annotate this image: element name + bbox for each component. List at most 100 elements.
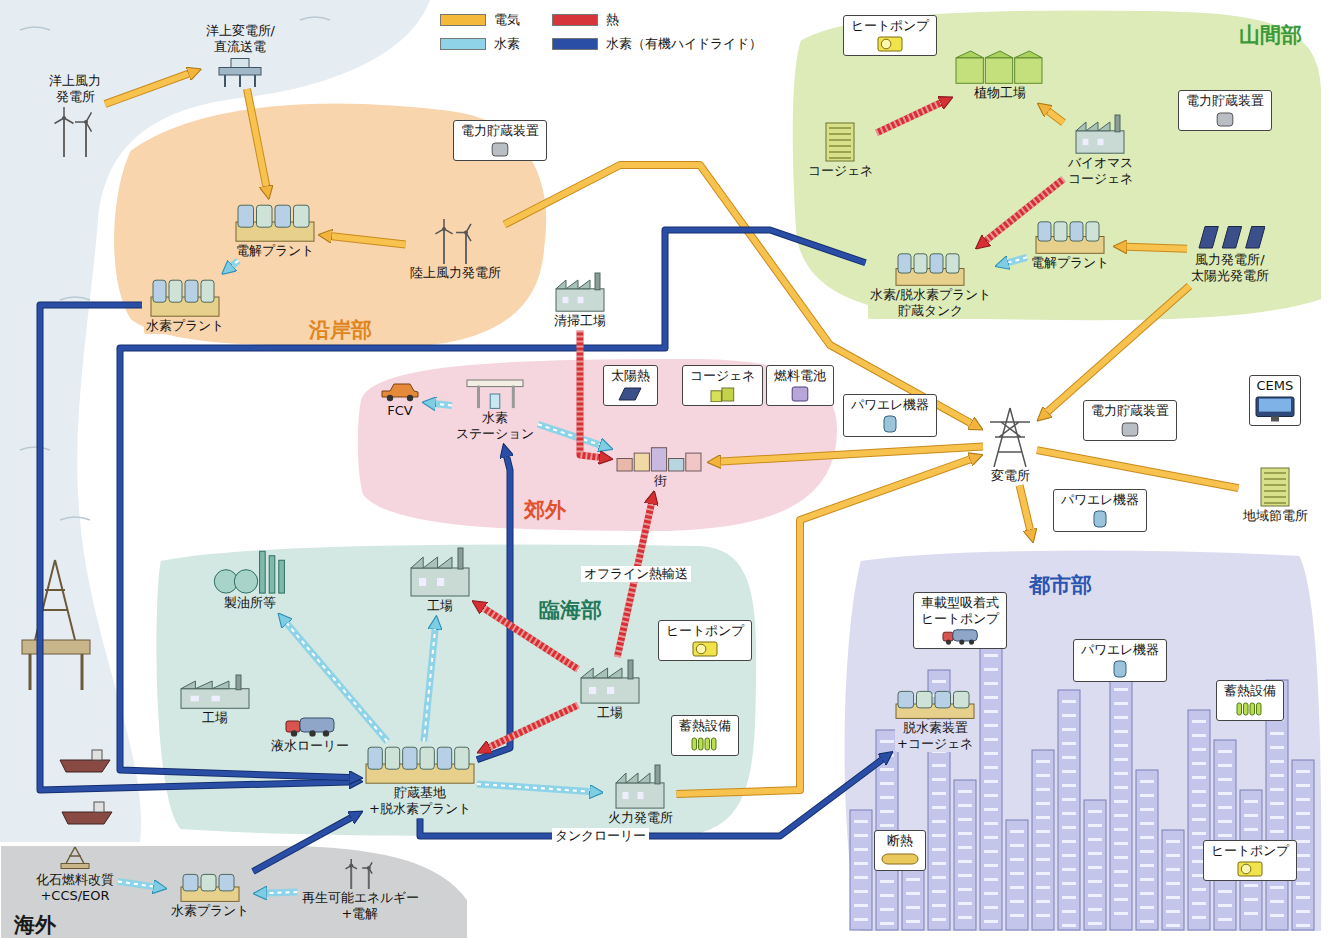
factory-icon xyxy=(580,659,640,704)
text-line: パワエレ機器 xyxy=(851,397,929,413)
text-line: 風力発電所/ xyxy=(1191,252,1269,268)
text-line: ステーション xyxy=(456,426,534,442)
facility-label: パワエレ機器 xyxy=(1079,642,1161,658)
pe-icon xyxy=(880,415,900,433)
text-line: +CCS/EOR xyxy=(36,888,114,904)
facility-label: 製油所等 xyxy=(222,595,278,611)
callout-box: パワエレ機器 xyxy=(843,394,937,437)
text-line: 電気 xyxy=(494,12,520,28)
callout-box: 電力貯蔵装置 xyxy=(1083,400,1177,441)
text-line: +脱水素プラント xyxy=(369,801,471,817)
plant-icon xyxy=(235,202,315,242)
facility-node: 風力発電所/ 太陽光発電所 xyxy=(1189,216,1271,284)
facility-label: パワエレ機器 xyxy=(849,397,931,413)
flow-line xyxy=(436,404,452,406)
legend-swatch xyxy=(552,14,598,26)
text-line: 水素 xyxy=(456,410,534,426)
energy-flow xyxy=(1037,450,1239,488)
text-line: 発電所 xyxy=(49,89,101,105)
facility-node: 工場 xyxy=(410,547,470,614)
plant-icon xyxy=(180,872,240,902)
bldg-icon xyxy=(825,122,855,162)
facility-label: ヒートポンプ xyxy=(849,18,931,34)
facility-label: 地域節電所 xyxy=(1241,508,1310,524)
text-line: +コージェネ xyxy=(897,736,973,752)
text-line: コージェネ xyxy=(690,368,755,384)
region-name: 臨海部 xyxy=(539,598,602,622)
facility-node: 貯蔵基地 +脱水素プラント xyxy=(365,744,475,817)
callout-box: 電力貯蔵装置 xyxy=(1178,90,1272,131)
flow-line xyxy=(232,261,238,266)
flow-line xyxy=(105,74,188,104)
plant-icon xyxy=(895,251,965,286)
callout-box: パワエレ機器 xyxy=(1073,639,1167,682)
legend-row: 水素（有機ハイドライド） xyxy=(552,36,764,52)
plant-icon xyxy=(895,689,975,719)
facility-node: 水素 ステーション xyxy=(454,379,536,442)
facility-node: 変電所 xyxy=(985,407,1035,484)
factory-icon xyxy=(615,764,665,809)
text-line: オフライン熱輸送 xyxy=(584,566,688,582)
factory-icon xyxy=(410,547,470,597)
text-line: 清掃工場 xyxy=(554,313,606,329)
solarp-icon xyxy=(617,386,643,402)
text-line: パワエレ機器 xyxy=(1061,492,1139,508)
facility-label: 清掃工場 xyxy=(552,313,608,329)
factory-icon xyxy=(555,272,605,312)
region-name: 郊外 xyxy=(524,498,566,522)
facility-label: 電力貯蔵装置 xyxy=(1184,93,1266,109)
energy-flow xyxy=(267,892,298,893)
region-band: 海外化石燃料改質 +CCS/EOR水素プラント再生可能エネルギー +電解 xyxy=(0,842,470,939)
facility-label: 電力貯蔵装置 xyxy=(459,123,541,139)
facility-node: 水素プラント xyxy=(144,277,226,334)
text-line: 水素 xyxy=(494,36,520,52)
text-line: FCV xyxy=(387,403,412,419)
facility-label: 蓄熱設備 xyxy=(677,718,733,734)
tower-icon xyxy=(985,407,1035,467)
plant-icon xyxy=(150,277,220,317)
hp-icon xyxy=(1237,861,1263,877)
facility-node: 再生可能エネルギー +電解 xyxy=(300,859,421,922)
callout-box: コージェネ xyxy=(682,365,763,406)
callout-box: パワエレ機器 xyxy=(1053,489,1147,532)
text-line: 地域節電所 xyxy=(1243,508,1308,524)
batt-icon xyxy=(1212,111,1238,127)
facility-label: 工場 xyxy=(200,710,230,726)
text-line: 脱水素装置 xyxy=(897,720,973,736)
factory-icon xyxy=(180,674,250,709)
flow-line xyxy=(1127,247,1187,249)
text-line: 都市部 xyxy=(1029,573,1092,597)
callout-box: ヒートポンプ xyxy=(1203,840,1297,881)
text-line: コージェネ xyxy=(808,163,873,179)
facility-node: バイオマス コージェネ xyxy=(1066,114,1135,187)
region-name: 沿岸部 xyxy=(309,318,372,342)
fc-icon xyxy=(787,386,813,402)
text-line: 水素/脱水素プラント xyxy=(870,287,991,303)
text-line: 断熱 xyxy=(887,833,913,849)
legend-text: 水素（有機ハイドライド） xyxy=(604,36,764,52)
legend-text: 電気 xyxy=(492,12,522,28)
screen-icon xyxy=(1255,396,1295,422)
plat-icon xyxy=(210,57,270,87)
facility-label: 風力発電所/ 太陽光発電所 xyxy=(1189,252,1271,284)
facility-label: 太陽熱 xyxy=(609,368,652,384)
batt-icon xyxy=(487,141,513,157)
facility-label: 電解プラント xyxy=(1029,255,1111,271)
flow-line xyxy=(436,404,452,406)
region-band: 都市部車載型吸着式 ヒートポンプパワエレ機器脱水素装置 +コージェネ蓄熱設備断熱… xyxy=(835,545,1325,935)
text-line: 街 xyxy=(654,473,667,489)
text-line: タンクローリー xyxy=(555,828,646,844)
edge-label: オフライン熱輸送 xyxy=(581,566,691,582)
text-line: 火力発電所 xyxy=(608,810,673,826)
wind-icon xyxy=(50,107,100,157)
text-line: 植物工場 xyxy=(974,85,1026,101)
facility-node: 植物工場 xyxy=(955,49,1045,101)
facility-label: 電解プラント xyxy=(234,243,316,259)
text-line: 製油所等 xyxy=(224,595,276,611)
callout-box: 電力貯蔵装置 xyxy=(453,120,547,161)
text-line: +電解 xyxy=(302,906,419,922)
facility-label: 工場 xyxy=(595,705,625,721)
callout-box: ヒートポンプ xyxy=(843,15,937,56)
text-line: 洋上風力 xyxy=(49,73,101,89)
facility-node: 地域節電所 xyxy=(1241,467,1310,524)
